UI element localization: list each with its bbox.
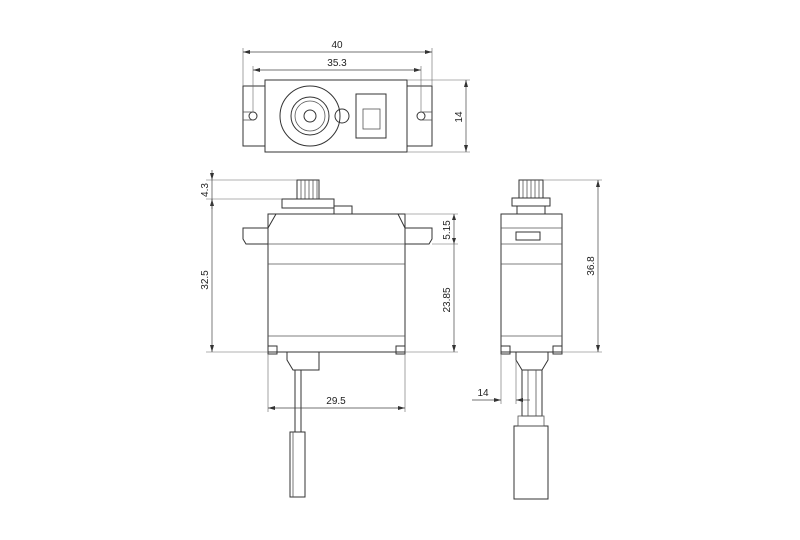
side-view-dimensions: 36.8 14 [472, 179, 602, 404]
dim-tab-to-bottom: 23.85 [442, 287, 453, 312]
idler-boss [334, 108, 350, 124]
side-gear-boss [511, 197, 551, 207]
side-spline [518, 179, 544, 199]
dim-spline-height: 4.3 [200, 183, 211, 197]
front-cable [294, 369, 302, 433]
dim-total-height: 36.8 [586, 256, 597, 276]
mount-slot-right [416, 111, 432, 121]
dim-mount-hole-spacing: 35.3 [327, 58, 347, 69]
front-gear-boss [281, 198, 335, 209]
dim-body-width: 29.5 [326, 396, 346, 407]
side-foot-left [500, 345, 511, 355]
dim-tab-to-top: 5.15 [442, 220, 453, 240]
side-wire-exit [515, 352, 549, 371]
side-case-body [500, 213, 563, 353]
top-view-flange [242, 79, 433, 153]
front-foot-right [395, 345, 406, 355]
side-mount-ear [515, 231, 541, 241]
front-view [242, 179, 433, 498]
front-case-body [267, 213, 406, 353]
mount-slot-left [243, 111, 258, 121]
top-view [242, 79, 433, 153]
front-connector [289, 431, 306, 498]
side-view [500, 179, 563, 500]
top-view-dimensions: 40 35.3 14 [242, 40, 470, 153]
front-wire-exit [286, 352, 320, 371]
front-mount-ear-left [242, 227, 268, 245]
side-connector [513, 415, 549, 500]
top-view-body [264, 79, 408, 153]
front-foot-left [267, 345, 278, 355]
side-gear-collar [516, 205, 546, 215]
front-mount-ear-right [405, 227, 433, 245]
side-foot-right [552, 345, 563, 355]
dim-side-depth: 14 [477, 388, 489, 399]
dim-body-height: 32.5 [200, 270, 211, 290]
dim-top-depth: 14 [454, 111, 465, 123]
front-spline [296, 179, 320, 200]
front-view-dimensions: 4.3 32.5 5.15 23.85 29.5 [200, 170, 458, 412]
dim-overall-width: 40 [331, 40, 343, 51]
side-cable [521, 369, 543, 417]
front-gear-step [333, 205, 353, 215]
output-gear-top [279, 85, 341, 147]
top-label-pad [355, 93, 387, 139]
top-label-inner [362, 108, 381, 130]
front-case-top [267, 213, 406, 229]
